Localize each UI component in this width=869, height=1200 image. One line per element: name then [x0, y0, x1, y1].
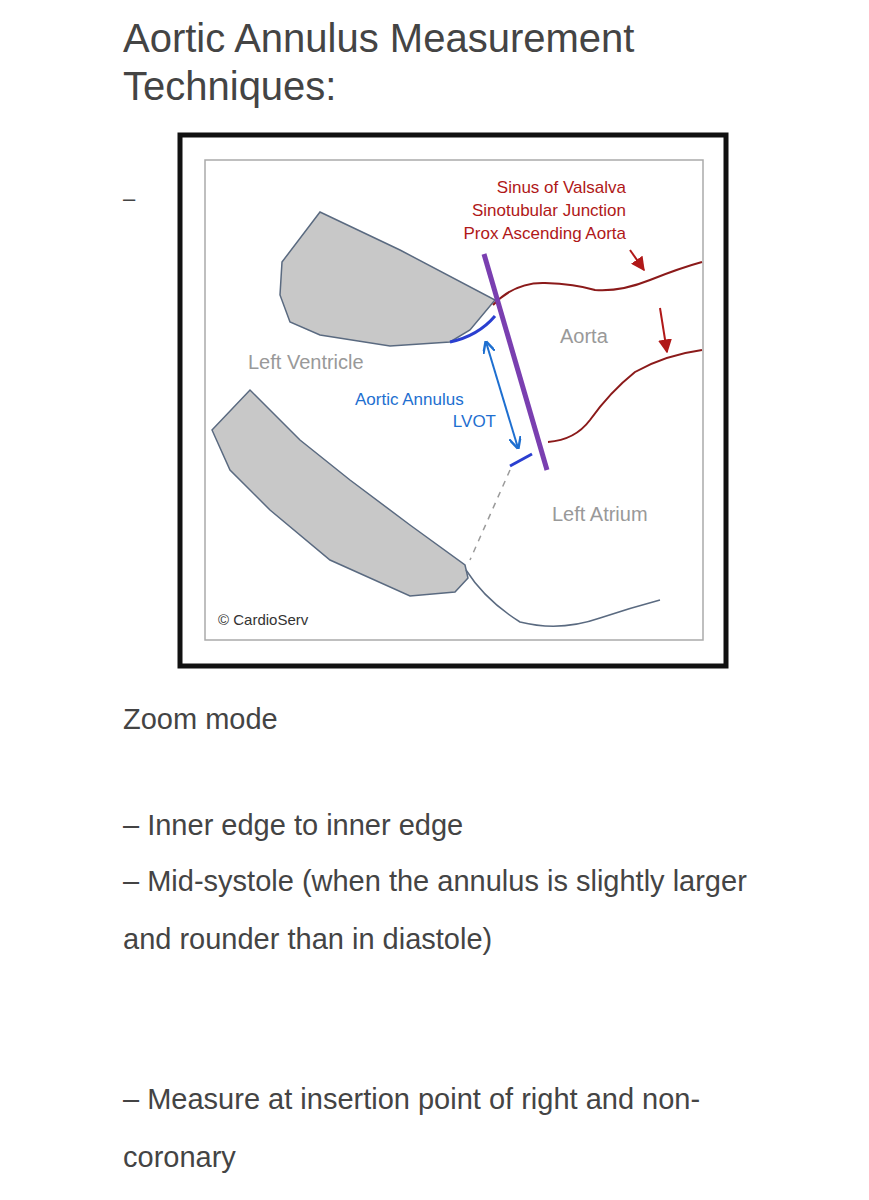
measurement-line: [484, 254, 547, 470]
aortic-wall: [548, 350, 702, 442]
annulus-hinge: [450, 316, 495, 342]
structure-label: Prox Ascending Aorta: [463, 224, 626, 244]
outer-frame: [180, 135, 726, 666]
aortic-wall: [493, 262, 702, 305]
pointer-arrow: [660, 308, 667, 352]
structure-label: Sinus of Valsalva: [497, 178, 626, 198]
annulus-hinge: [510, 454, 532, 466]
upper-ventricle-wall: [280, 212, 495, 346]
pointer-arrow: [630, 250, 644, 270]
page-title: Aortic Annulus Measurement Techniques:: [123, 14, 763, 110]
chamber-label: Aorta: [560, 324, 608, 348]
mitral-leaflet: [470, 470, 510, 560]
bullet-text: – Measure at insertion point of right an…: [123, 1070, 773, 1186]
bullet-text: – Inner edge to inner edge: [123, 796, 803, 854]
chamber-label: Left Atrium: [552, 502, 648, 526]
structure-label: Sinotubular Junction: [472, 201, 626, 221]
bullet-dash: –: [123, 186, 135, 212]
measurement-label: Aortic Annulus: [355, 390, 464, 410]
inner-frame: [205, 160, 703, 640]
copyright-note: © CardioServ: [218, 611, 308, 629]
measurement-label: LVOT: [453, 412, 496, 432]
atrium-wall: [466, 570, 660, 626]
lower-ventricle-wall: [212, 390, 468, 596]
annulus-arrow: [486, 342, 518, 448]
bullet-text: – Mid-systole (when the annulus is sligh…: [123, 852, 773, 968]
chamber-label: Left Ventricle: [248, 350, 364, 374]
body-text: Zoom mode: [123, 702, 278, 737]
